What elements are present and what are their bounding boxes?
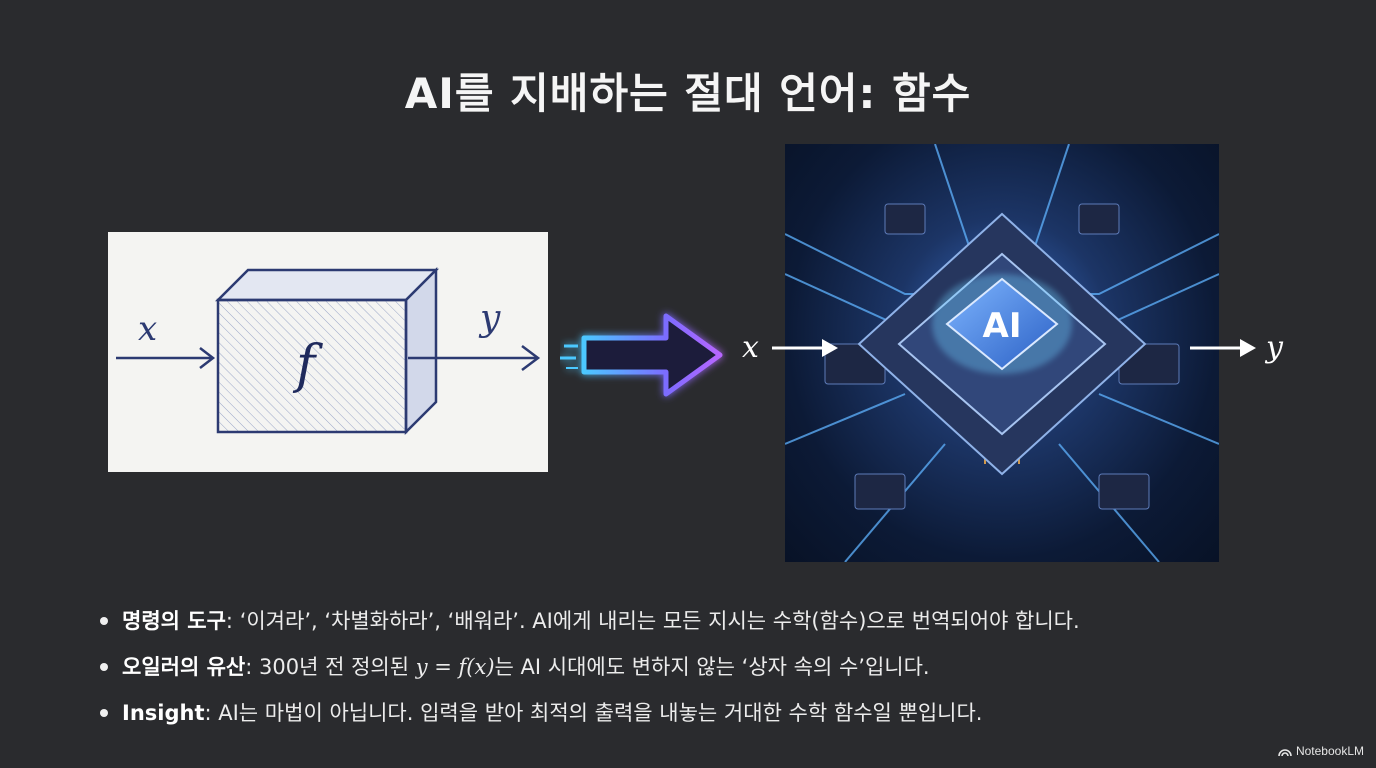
- bullet-text: 300년 전 정의된: [259, 655, 416, 679]
- notebooklm-logo-icon: [1278, 748, 1292, 756]
- bullet-heading: 명령의 도구: [122, 609, 226, 633]
- sketch-input-label: x: [138, 309, 157, 349]
- ai-chip-illustration: AI: [785, 144, 1219, 562]
- bullet-separator: :: [225, 609, 240, 633]
- bullet-separator: :: [204, 701, 219, 725]
- bullet-text: ‘이겨라’, ‘차별화하라’, ‘배워라’. AI에게 내리는 모든 지시는 수…: [239, 609, 1080, 633]
- bullet-separator: :: [245, 655, 259, 679]
- input-arrow-icon: [772, 339, 838, 357]
- function-box-sketch: x f y: [108, 232, 548, 472]
- sketch-output-label: y: [478, 298, 501, 339]
- chip-input-label: x: [742, 330, 759, 365]
- bullet-insight: Insight: AI는 마법이 아닙니다. 입력을 받아 최적의 출력을 내놓…: [100, 690, 1320, 736]
- glowing-arrow-icon: [560, 300, 730, 410]
- bullet-list: 명령의 도구: ‘이겨라’, ‘차별화하라’, ‘배워라’. AI에게 내리는 …: [100, 598, 1320, 736]
- slide-title: AI를 지배하는 절대 언어: 함수: [404, 69, 972, 118]
- bullet-euler-legacy: 오일러의 유산: 300년 전 정의된 y = f(x)는 AI 시대에도 변하…: [100, 644, 1320, 690]
- bullet-text: 는 AI 시대에도 변하지 않는 ‘상자 속의 수’입니다.: [494, 655, 930, 679]
- bullet-heading: 오일러의 유산: [122, 655, 246, 679]
- bullet-heading: Insight: [122, 701, 205, 725]
- bullet-text: AI는 마법이 아닙니다. 입력을 받아 최적의 출력을 내놓는 거대한 수학 …: [218, 701, 983, 725]
- chip-output-label: y: [1266, 330, 1283, 365]
- bullet-command-tool: 명령의 도구: ‘이겨라’, ‘차별화하라’, ‘배워라’. AI에게 내리는 …: [100, 598, 1320, 644]
- function-formula: y = f(x): [415, 655, 495, 679]
- notebooklm-brand: NotebookLM: [1278, 744, 1364, 758]
- output-arrow-icon: [1190, 339, 1256, 357]
- brand-label: NotebookLM: [1295, 744, 1364, 758]
- chip-label: AI: [983, 306, 1022, 346]
